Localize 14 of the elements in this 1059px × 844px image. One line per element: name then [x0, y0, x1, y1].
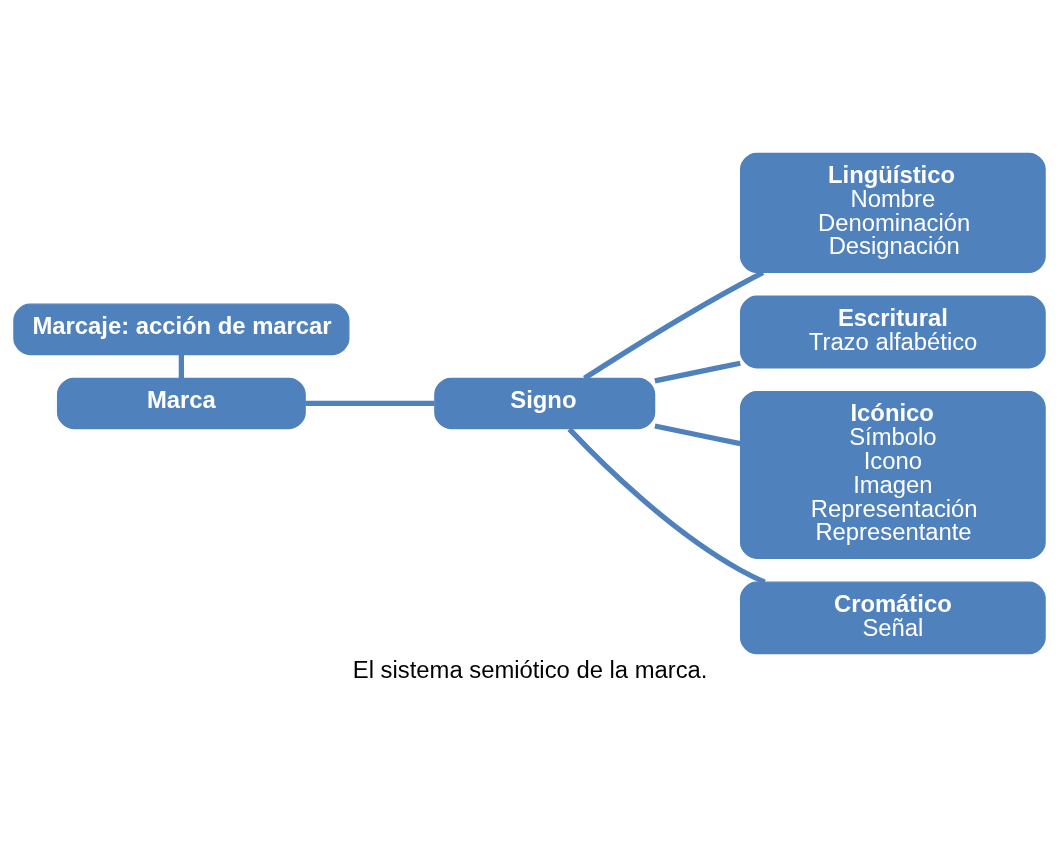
node-box: Marcaje: acción de marcar [13, 303, 350, 356]
connector [654, 423, 741, 447]
node-box: Icónico Símbolo Icono Imagen Representación Representante [739, 390, 1046, 559]
node-box: Escritural Trazo alfabético [739, 295, 1046, 369]
connector [567, 427, 766, 585]
node-box: Signo [434, 377, 656, 430]
node-box: Lingüístico Nombre Denominación Designación [739, 152, 1046, 274]
caption: El sistema semiótico de la marca. [352, 656, 708, 683]
node-box: Marca [56, 377, 306, 430]
connector [178, 354, 184, 378]
connector [305, 400, 435, 407]
connector [583, 270, 765, 381]
connector [654, 360, 741, 384]
node-box: Cromático Señal [739, 581, 1046, 655]
